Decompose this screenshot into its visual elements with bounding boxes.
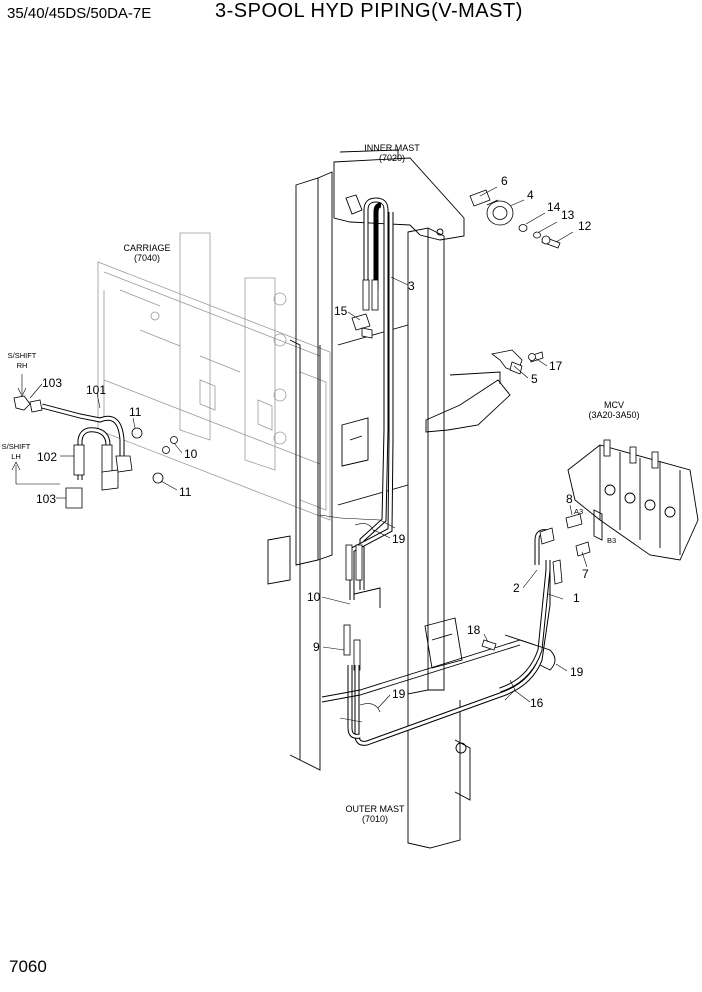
tee-fitting — [351, 313, 373, 339]
carriage-ghost — [97, 232, 331, 521]
inner-mast — [295, 149, 465, 695]
callout-9: 9 — [313, 640, 320, 654]
callout-14: 14 — [547, 200, 561, 214]
callout-19-right: 19 — [570, 665, 584, 679]
callout-6: 6 — [501, 174, 508, 188]
callout-5: 5 — [531, 372, 538, 386]
mast-hoses — [343, 197, 551, 746]
callout-4: 4 — [527, 188, 534, 202]
sideshift-rh-label: S/SHIFT — [8, 351, 37, 360]
callout-numbers: 1 2 3 4 5 6 7 8 9 10 10 11 11 12 13 14 1… — [36, 174, 592, 710]
sideshift-rh-side: RH — [17, 361, 28, 370]
mcv-label: MCV — [604, 400, 624, 410]
assembly-labels: INNER MAST (7020) CARRIAGE (7040) OUTER … — [2, 143, 640, 824]
callout-2: 2 — [513, 581, 520, 595]
callout-11-upper: 11 — [129, 405, 142, 419]
callout-101: 101 — [86, 383, 106, 397]
model-label: 35/40/45DS/50DA-7E — [7, 5, 152, 22]
callout-19-lower: 19 — [392, 687, 406, 701]
port-a3-label: A3 — [574, 507, 583, 516]
callout-16: 16 — [530, 696, 544, 710]
clamps-and-wires — [319, 514, 556, 723]
callout-10-mast: 10 — [307, 590, 321, 604]
leader-lines — [29, 186, 588, 709]
mcv-code: (3A20-3A50) — [588, 410, 639, 420]
callout-18: 18 — [467, 623, 481, 637]
carriage-code: (7040) — [134, 253, 160, 263]
callout-8: 8 — [566, 492, 573, 506]
outer-mast — [267, 339, 511, 849]
sideshift-lh-side: LH — [11, 452, 21, 461]
callout-12: 12 — [578, 219, 592, 233]
callout-103-upper: 103 — [42, 376, 62, 390]
callout-103-lower: 103 — [36, 492, 56, 506]
callout-15: 15 — [334, 304, 348, 318]
inner-mast-label: INNER MAST — [364, 143, 420, 153]
mcv-valve — [539, 439, 699, 585]
sideshift-arrows — [11, 374, 60, 485]
clamp-bracket — [491, 349, 544, 375]
inner-mast-code: (7020) — [379, 153, 405, 163]
callout-7: 7 — [582, 567, 589, 581]
callout-10-carriage: 10 — [184, 447, 198, 461]
callout-1: 1 — [573, 591, 580, 605]
callout-3: 3 — [408, 279, 415, 293]
callout-102: 102 — [37, 450, 57, 464]
outer-mast-label: OUTER MAST — [345, 804, 405, 814]
page-number: 7060 — [9, 957, 47, 976]
callout-17: 17 — [549, 359, 563, 373]
callout-19-upper: 19 — [392, 532, 406, 546]
callout-11-lower: 11 — [179, 485, 192, 499]
pulley-assembly — [469, 189, 561, 249]
outer-mast-code: (7010) — [362, 814, 388, 824]
page-title: 3-SPOOL HYD PIPING(V-MAST) — [215, 0, 523, 22]
port-b3-label: B3 — [607, 536, 616, 545]
callout-13: 13 — [561, 208, 575, 222]
sideshift-lh-label: S/SHIFT — [2, 442, 31, 451]
sideshift-hoses — [13, 395, 178, 509]
carriage-label: CARRIAGE — [123, 243, 170, 253]
bolt-18 — [481, 639, 497, 651]
